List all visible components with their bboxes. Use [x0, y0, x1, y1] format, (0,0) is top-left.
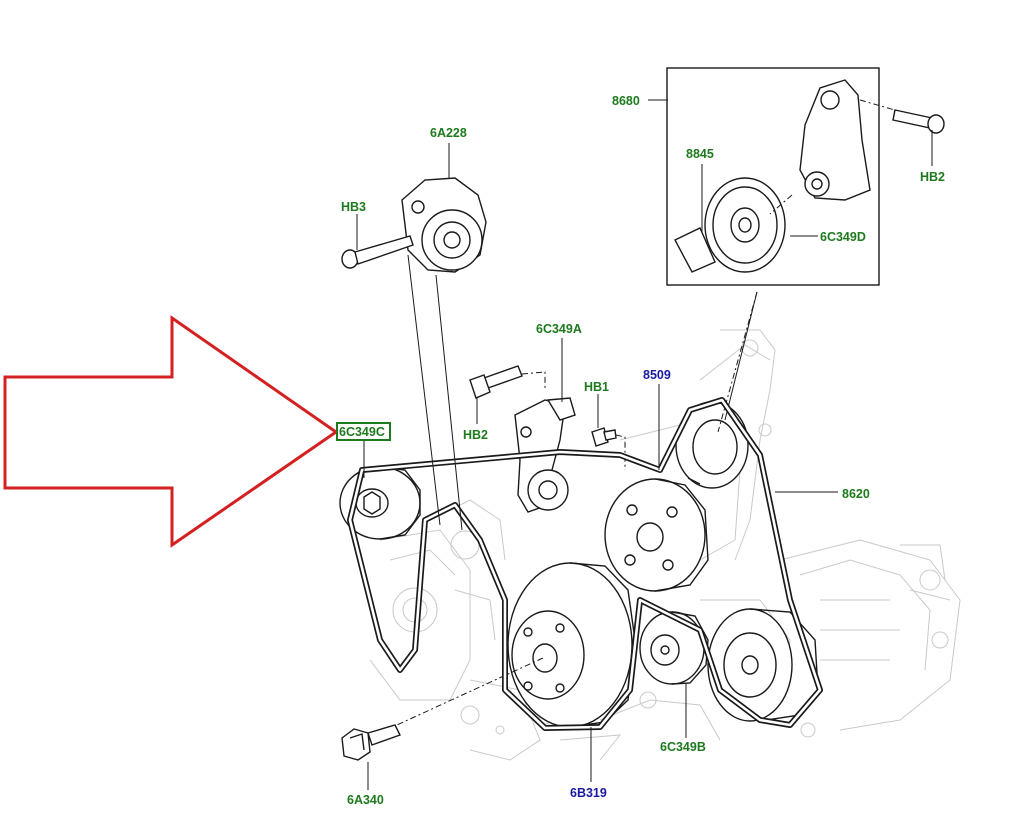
- drive-belt-8620: [347, 254, 823, 731]
- label-HB2-top: HB2: [920, 170, 945, 184]
- label-6C349D: 6C349D: [820, 230, 866, 244]
- bolt-HB1: [591, 427, 626, 470]
- label-HB2-mid: HB2: [463, 428, 488, 442]
- label-HB3: HB3: [341, 200, 366, 214]
- label-HB1: HB1: [584, 380, 609, 394]
- label-6A228: 6A228: [430, 126, 467, 140]
- bolt-6A340: [341, 724, 401, 761]
- leader-lines: [356, 99, 933, 790]
- bolt-HB3: [341, 235, 414, 269]
- label-6C349C: 6C349C: [339, 425, 385, 439]
- label-8620: 8620: [842, 487, 870, 501]
- pulley-8509: [604, 478, 709, 592]
- bolt-HB2-top: [892, 109, 945, 134]
- label-8509: 8509: [643, 368, 671, 382]
- label-8845: 8845: [686, 147, 714, 161]
- bolt-HB2-mid: [469, 365, 546, 399]
- label-6B319: 6B319: [570, 786, 607, 800]
- tensioner-6A228: [401, 177, 487, 273]
- label-6C349B: 6C349B: [660, 740, 706, 754]
- highlight-box: [336, 422, 391, 441]
- label-8680: 8680: [612, 94, 640, 108]
- highlight-arrow: [3, 315, 339, 548]
- crank-damper-6B319: [385, 562, 636, 731]
- idler-pulley-6C349B: [639, 611, 709, 685]
- tensioner-pulley-right: [675, 401, 749, 489]
- label-6A340: 6A340: [347, 793, 384, 807]
- label-6C349A: 6C349A: [536, 322, 582, 336]
- centerline-8680-b: [724, 291, 758, 421]
- inset-tensioner-assembly: [666, 67, 906, 286]
